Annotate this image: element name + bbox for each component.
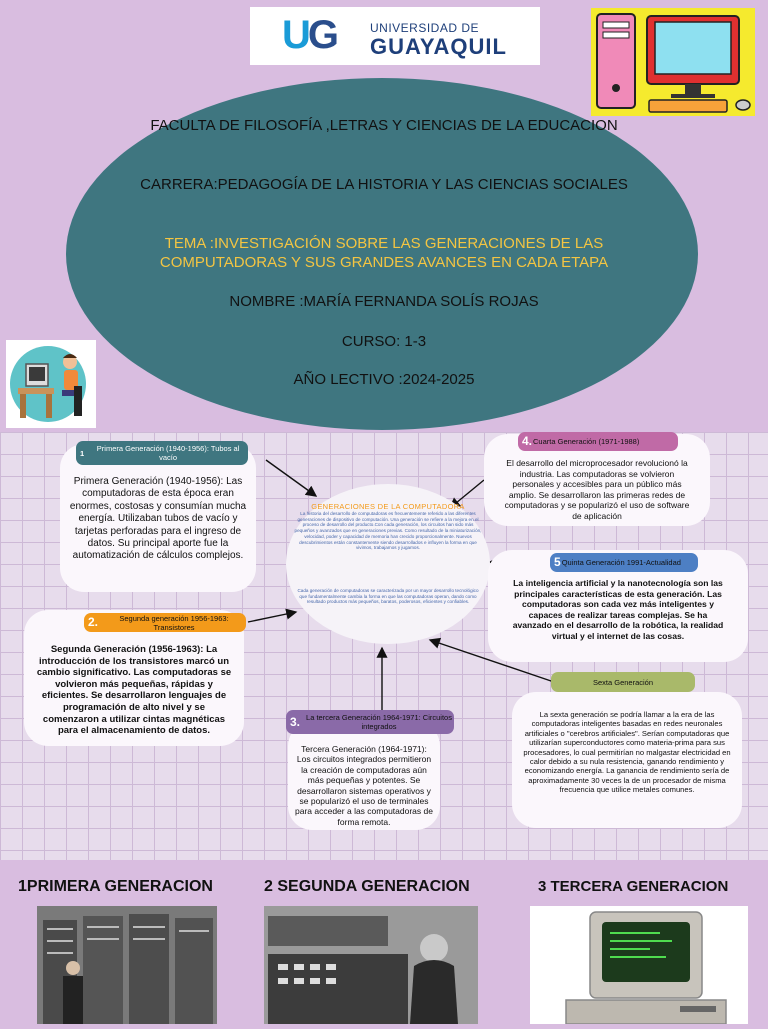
- third-generation-photo: [530, 906, 748, 1025]
- gen6-label-text: Sexta Generación: [592, 677, 654, 687]
- vacuum-tube-computer-image: [37, 906, 217, 1024]
- center-paragraph1: La historia del desarrollo de computador…: [294, 511, 482, 551]
- gen5-label: 5 Quinta Generación 1991-Actualidad: [550, 553, 698, 572]
- logo-line1: UNIVERSIDAD DE: [370, 21, 480, 35]
- center-title: GENERACIONES DE LA COMPUTADORA: [311, 502, 465, 511]
- school-year: AÑO LECTIVO :2024-2025: [293, 371, 475, 388]
- desktop-computer-icon: [596, 13, 751, 113]
- bottom-title-1: 1PRIMERA GENERACION: [18, 878, 213, 895]
- header-ellipse: [66, 78, 698, 430]
- ug-logo-icon: UG: [282, 13, 339, 57]
- gen3-label: 3. La tercera Generación 1964-1971: Circ…: [286, 710, 454, 734]
- gen3-number: 3.: [290, 714, 301, 729]
- gen5-number: 5: [554, 555, 561, 569]
- bottom-title-2: 2 SEGUNDA GENERACION: [264, 878, 470, 895]
- person-at-computer-icon: [10, 346, 86, 422]
- first-generation-photo: [37, 906, 217, 1024]
- gen2-text: Segunda Generación (1956-1963): La intro…: [36, 644, 232, 737]
- gen2-card: Segunda Generación (1956-1963): La intro…: [24, 610, 244, 746]
- gen6-text: La sexta generación se podría llamar a l…: [523, 710, 731, 795]
- topic-text: TEMA :INVESTIGACIÓN SOBRE LAS GENERACION…: [159, 235, 609, 271]
- center-paragraph2: Cada generación de computadoras se carac…: [297, 588, 479, 605]
- gen6-label: Sexta Generación: [551, 672, 695, 692]
- logo-line2: GUAYAQUIL: [370, 34, 507, 59]
- gen3-card: Tercera Generación (1964-1971): Los circ…: [288, 722, 440, 830]
- gen6-card: La sexta generación se podría llamar a l…: [512, 692, 742, 828]
- gen4-text: El desarrollo del microprocesador revolu…: [504, 458, 690, 521]
- gen2-label-text: Segunda generación 1956-1963: Transistor…: [119, 613, 229, 632]
- gen2-number: 2.: [88, 615, 99, 629]
- gen2-label: 2. Segunda generación 1956-1963: Transis…: [84, 613, 246, 632]
- career-text: CARRERA:PEDAGOGÍA DE LA HISTORIA Y LAS C…: [140, 176, 628, 193]
- gen1-label: 1 Primera Generación (1940-1956): Tubos …: [76, 441, 248, 465]
- second-generation-photo: [264, 906, 478, 1024]
- university-logo: UG UNIVERSIDAD DE GUAYAQUIL: [250, 7, 540, 65]
- gen1-text: Primera Generación (1940-1956): Las comp…: [69, 476, 247, 562]
- computer-illustration: [591, 8, 755, 116]
- student-illustration: [6, 340, 96, 428]
- gen3-text: Tercera Generación (1964-1971): Los circ…: [295, 744, 433, 827]
- faculty-text: FACULTA DE FILOSOFÍA ,LETRAS Y CIENCIAS …: [150, 117, 618, 134]
- integrated-circuit-computer-image: [530, 906, 748, 1025]
- gen1-number: 1: [80, 448, 85, 458]
- gen1-card: Primera Generación (1940-1956): Las comp…: [60, 444, 256, 592]
- gen4-label-text: Cuarta Generación (1971-1988): [533, 437, 640, 446]
- gen1-label-text: Primera Generación (1940-1956): Tubos al…: [96, 444, 240, 462]
- gen4-number: 4.: [522, 434, 533, 448]
- student-name: NOMBRE :MARÍA FERNANDA SOLÍS ROJAS: [229, 293, 539, 310]
- gen4-label: 4. Cuarta Generación (1971-1988): [518, 432, 678, 451]
- transistor-computer-image: [264, 906, 478, 1024]
- gen5-text: La inteligencia artificial y la nanotecn…: [512, 578, 724, 641]
- center-summary: GENERACIONES DE LA COMPUTADORA La histor…: [286, 484, 490, 644]
- bottom-title-3: 3 TERCERA GENERACION: [538, 878, 729, 895]
- gen5-label-text: Quinta Generación 1991-Actualidad: [561, 558, 681, 567]
- course-text: CURSO: 1-3: [341, 333, 427, 350]
- gen3-label-text: La tercera Generación 1964-1971: Circuit…: [306, 713, 452, 731]
